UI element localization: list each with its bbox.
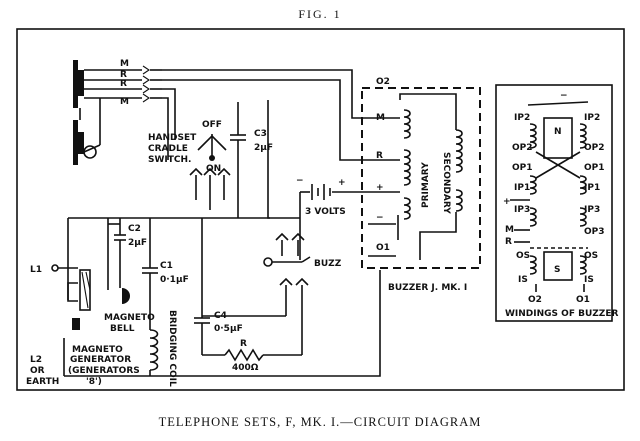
label-c2: C2 xyxy=(128,224,141,234)
label-op1-left: OP1 xyxy=(512,163,533,173)
label-os-left: OS xyxy=(516,251,530,261)
label-off: OFF xyxy=(202,120,222,130)
label-handset: HANDSET xyxy=(148,133,197,143)
label-earth: EARTH xyxy=(26,377,59,387)
label-magneto-bell-1: MAGNETO xyxy=(104,313,155,323)
capacitor-c3: C3 2µF xyxy=(230,102,273,218)
capacitor-c4: C4 0·5µF xyxy=(194,218,243,355)
label-s: S xyxy=(554,265,560,275)
label-ip2-left: IP2 xyxy=(514,113,530,123)
label-op1-right: OP1 xyxy=(584,163,605,173)
buzz-key: BUZZ xyxy=(263,232,342,355)
figure-label: FIG. 1 xyxy=(298,7,341,21)
label-magneto-generator-2: GENERATOR xyxy=(70,355,131,365)
label-os-right: OS xyxy=(584,251,598,261)
label-magneto-generator-4: '8') xyxy=(86,377,102,387)
label-on: ON xyxy=(206,164,221,174)
label-m-top: M xyxy=(120,59,129,69)
figure-caption: TELEPHONE SETS, F, MK. I.—CIRCUIT DIAGRA… xyxy=(159,415,482,429)
label-windings-r: R xyxy=(505,237,512,247)
label-ip3-left: IP3 xyxy=(514,205,530,215)
label-op3: OP3 xyxy=(584,227,605,237)
label-r-value: 400Ω xyxy=(232,363,259,373)
line-terminal-l2-earth: L2 OR EARTH xyxy=(26,338,65,387)
label-c2-value: 2µF xyxy=(128,238,147,248)
bridging-coil: BRIDGING COIL xyxy=(149,310,177,387)
handset-cradle-switch: HANDSET CRADLE SWITCH. OFF ON xyxy=(148,120,231,210)
windings-of-buzzer: − IP2 IP2 N OP2 OP2 OP1 OP1 IP1 IP1 + IP… xyxy=(495,84,618,322)
label-primary: PRIMARY xyxy=(421,162,431,208)
label-windings-minus: − xyxy=(560,91,568,101)
capacitor-c1: C1 0·1µF xyxy=(142,218,189,320)
label-buzz: BUZZ xyxy=(314,259,342,269)
label-magneto-generator-3: (GENERATORS xyxy=(68,366,140,376)
label-op2-right: OP2 xyxy=(584,143,605,153)
label-bridging-coil: BRIDGING COIL xyxy=(167,310,177,387)
label-n: N xyxy=(554,127,562,137)
label-ip1-right: IP1 xyxy=(584,183,600,193)
label-windings-plus: + xyxy=(503,197,511,207)
magneto-bell: MAGNETO BELL xyxy=(104,260,155,334)
label-r-top2: R xyxy=(120,79,127,89)
label-magneto-generator-1: MAGNETO xyxy=(72,345,123,355)
label-term-r: R xyxy=(376,151,383,161)
label-windings-title: WINDINGS OF BUZZER xyxy=(505,309,618,319)
label-or: OR xyxy=(30,366,45,376)
magneto-generator: MAGNETO GENERATOR (GENERATORS '8') xyxy=(67,269,140,387)
capacitor-c2: C2 2µF xyxy=(108,218,147,260)
handset xyxy=(73,60,110,165)
label-c1: C1 xyxy=(160,261,173,271)
label-m-bottom: M xyxy=(120,97,129,107)
label-windings-o2: O2 xyxy=(528,295,542,305)
handset-cord-terminals: M R R M xyxy=(110,59,162,107)
label-is-right: IS xyxy=(584,275,594,285)
label-minus-battery: − xyxy=(296,176,304,186)
label-c3-value: 2µF xyxy=(254,143,273,153)
label-ip1-left: IP1 xyxy=(514,183,530,193)
label-l1: L1 xyxy=(30,265,42,275)
label-l2: L2 xyxy=(30,355,42,365)
battery-3-volts: − + 3 VOLTS xyxy=(296,176,368,260)
label-three-volts: 3 VOLTS xyxy=(305,207,346,217)
label-switch: SWITCH. xyxy=(148,155,191,165)
label-plus-battery: + xyxy=(338,178,346,188)
label-o2: O2 xyxy=(376,77,390,87)
label-c1-value: 0·1µF xyxy=(160,275,189,285)
resistor-r: R 400Ω xyxy=(202,339,302,373)
label-cradle: CRADLE xyxy=(148,144,188,154)
label-op2-left: OP2 xyxy=(512,143,533,153)
line-terminal-l1: L1 xyxy=(30,264,78,275)
label-term-plus: + xyxy=(376,183,384,193)
label-c4-value: 0·5µF xyxy=(214,324,243,334)
label-is-left: IS xyxy=(518,275,528,285)
label-r-resistor: R xyxy=(240,339,247,349)
label-buzzer: BUZZER J. MK. I xyxy=(388,283,467,293)
buzzer-j-mk1: O2 M R + − O1 PRIMARY SECONDARY BUZZER J… xyxy=(361,77,481,293)
label-ip2-right: IP2 xyxy=(584,113,600,123)
label-c3: C3 xyxy=(254,129,267,139)
label-term-minus: − xyxy=(376,213,384,223)
label-ip3-right: IP3 xyxy=(584,205,600,215)
label-magneto-bell-2: BELL xyxy=(110,324,135,334)
label-r-top1: R xyxy=(120,70,127,80)
label-secondary: SECONDARY xyxy=(441,152,451,214)
label-windings-o1: O1 xyxy=(576,295,590,305)
label-windings-m: M xyxy=(505,225,514,235)
label-o1: O1 xyxy=(376,243,390,253)
outer-frame xyxy=(16,28,625,391)
